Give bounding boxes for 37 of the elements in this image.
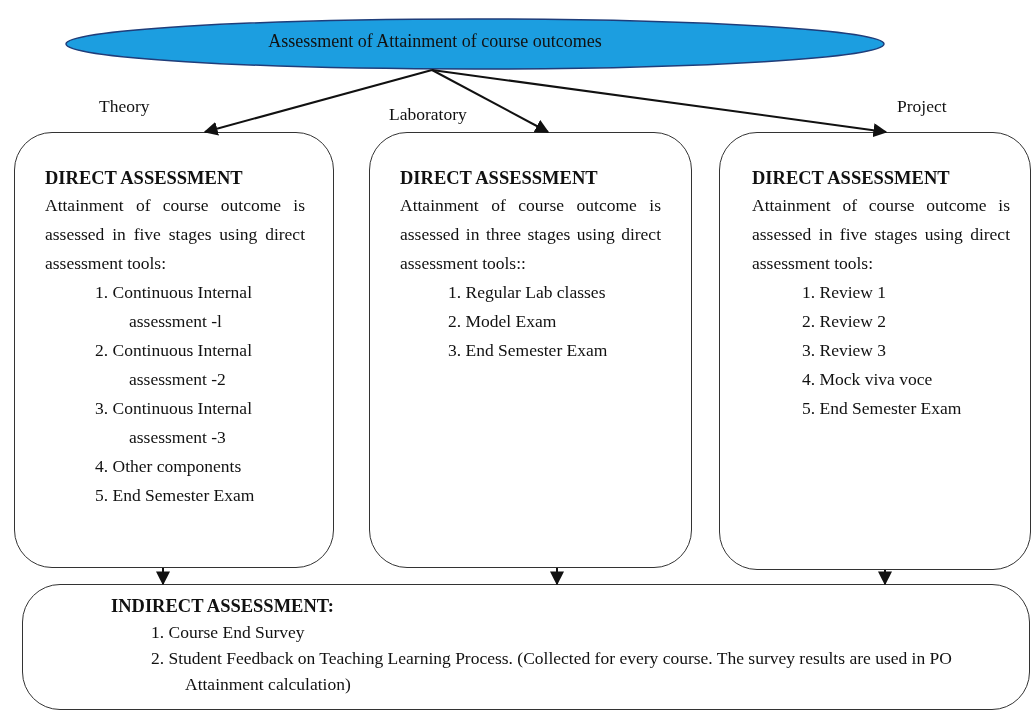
assessment-box (719, 132, 1031, 570)
list-item: 2. Continuous Internal assessment -2 (95, 339, 253, 391)
description-text: Attainment of course outcome is assessed in five stages using direct assessment tools: (45, 194, 305, 275)
list-item: 2. Model Exam (448, 310, 558, 333)
list-item: 1. Regular Lab classes (448, 281, 607, 304)
list-item: 4. Mock viva voce (802, 368, 934, 391)
section-heading: DIRECT ASSESSMENT (752, 167, 951, 190)
description-text: Attainment of course outcome is assessed in three stages using direct assessment tools:: (400, 194, 661, 275)
list-item: 2. Review 2 (802, 310, 888, 333)
arrow (431, 69, 550, 133)
title-text: Assessment of Attainment of course outcomes (267, 31, 603, 52)
assessment-box (369, 132, 692, 568)
list-item: 2. Student Feedback on Teaching Learning Process. (Collected for every course. The survey results are used in PO Attainment calculation) (151, 647, 953, 696)
description-text: Attainment of course outcome is assessed in five stages using direct assessment tools: (752, 194, 1010, 275)
list-item: 3. End Semester Exam (448, 339, 609, 362)
branch-label: Project (897, 96, 947, 117)
assessment-box (14, 132, 334, 568)
section-heading: DIRECT ASSESSMENT (400, 167, 599, 190)
list-item: 3. Continuous Internal assessment -3 (95, 397, 253, 449)
list-item: 1. Review 1 (802, 281, 888, 304)
arrow (203, 69, 433, 136)
list-item: 1. Continuous Internal assessment -l (95, 281, 253, 333)
title-ellipse (65, 18, 885, 70)
arrow (156, 567, 170, 586)
branch-label: Laboratory (389, 104, 467, 125)
section-heading: INDIRECT ASSESSMENT: (111, 595, 335, 618)
list-item: 1. Course End Survey (151, 621, 306, 644)
arrow (878, 569, 892, 586)
list-item: 3. Review 3 (802, 339, 888, 362)
list-item: 4. Other components (95, 455, 243, 478)
assessment-box (22, 584, 1030, 710)
list-item: 5. End Semester Exam (95, 484, 256, 507)
arrow (431, 69, 888, 138)
branch-label: Theory (99, 96, 150, 117)
section-heading: DIRECT ASSESSMENT (45, 167, 244, 190)
list-item: 5. End Semester Exam (802, 397, 963, 420)
arrow (550, 567, 564, 586)
